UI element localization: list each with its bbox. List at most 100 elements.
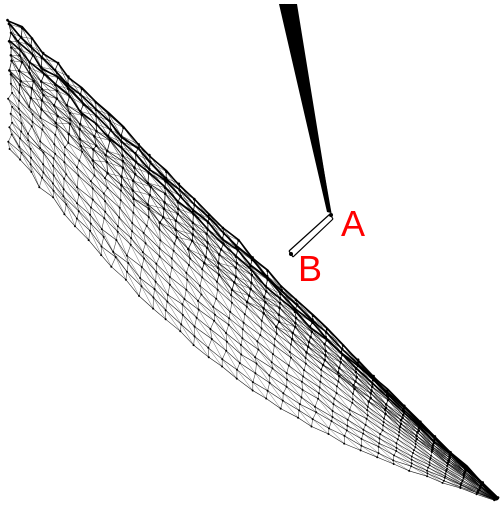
mesh-vertex — [369, 392, 373, 395]
mesh-edge — [186, 272, 188, 280]
mesh-edge — [67, 133, 70, 143]
mesh-edge — [18, 70, 33, 89]
mesh-edge — [397, 439, 415, 451]
mesh-edge — [432, 448, 449, 460]
mesh-vertex — [27, 132, 29, 135]
mesh-edge — [303, 369, 321, 382]
mesh-vertex — [393, 454, 395, 457]
mesh-vertex — [382, 424, 385, 427]
mesh-vertex — [348, 408, 351, 411]
mesh-edge — [107, 150, 124, 162]
mesh-edge — [213, 306, 230, 319]
mesh-edge — [152, 308, 166, 320]
mesh-edge — [276, 333, 291, 353]
mesh-vertex — [9, 31, 13, 35]
mesh-vertex — [19, 35, 23, 39]
mesh-edge — [101, 228, 117, 241]
mesh-vertex — [298, 409, 301, 412]
mesh-edge — [180, 324, 194, 346]
mesh-vertex — [305, 351, 308, 354]
mesh-vertex — [42, 124, 45, 127]
mesh-edge — [269, 375, 287, 388]
mesh-edge — [10, 54, 23, 63]
mesh-vertex — [29, 44, 33, 48]
mesh-edge — [217, 289, 231, 313]
mesh-edge — [340, 362, 356, 373]
mesh-edge — [235, 256, 252, 276]
mesh-edge — [239, 362, 256, 374]
mesh-edge — [68, 133, 80, 140]
mesh-edge — [90, 180, 106, 202]
mesh-vertex — [402, 411, 406, 414]
mesh-vertex — [163, 201, 166, 204]
mesh-edge — [33, 81, 42, 90]
mesh-edge — [149, 194, 165, 209]
mesh-vertex — [238, 362, 241, 364]
mesh-edge — [11, 134, 22, 153]
mesh-edge — [104, 178, 108, 189]
mesh-vertex — [79, 93, 82, 96]
mesh-edge — [133, 198, 149, 210]
mesh-edge — [252, 373, 256, 383]
mesh-vertex — [215, 280, 218, 283]
mesh-edge — [340, 358, 357, 369]
mesh-edge — [324, 343, 341, 359]
mesh-edge — [242, 338, 256, 358]
mesh-edge — [64, 147, 78, 168]
mesh-edge — [117, 226, 131, 245]
mesh-vertex — [290, 337, 294, 341]
mesh-edge — [63, 189, 80, 212]
mesh-edge — [288, 365, 303, 382]
mesh-vertex — [55, 89, 59, 93]
mesh-edge — [92, 188, 106, 202]
mesh-edge — [90, 207, 103, 230]
mesh-edge — [212, 306, 216, 315]
mesh-edge — [52, 165, 65, 179]
mesh-vertex — [158, 228, 161, 231]
mesh-vertex — [20, 130, 23, 133]
mesh-vertex — [268, 374, 271, 377]
mesh-vertex — [237, 239, 240, 242]
mesh-vertex — [325, 338, 329, 342]
mesh-edge — [146, 225, 160, 249]
mesh-vertex — [114, 256, 117, 259]
mesh-edge — [208, 338, 213, 348]
mesh-edge — [108, 114, 122, 136]
mesh-edge — [41, 177, 54, 198]
mesh-edge — [384, 409, 402, 425]
mesh-vertex — [210, 338, 213, 340]
mesh-vertex — [359, 449, 362, 452]
mesh-vertex — [339, 361, 343, 364]
mesh-edge — [337, 372, 354, 386]
mesh-edge — [380, 433, 397, 449]
mesh-edge — [443, 480, 461, 489]
mesh-vertex — [225, 340, 228, 343]
mesh-edge — [361, 445, 378, 458]
mesh-vertex — [191, 227, 195, 231]
mesh-edge — [250, 288, 265, 298]
mesh-edge — [310, 336, 325, 345]
mesh-vertex — [192, 209, 195, 213]
mesh-edge — [69, 119, 80, 130]
mesh-edge — [79, 128, 97, 147]
mesh-edge — [54, 144, 65, 163]
mesh-vertex — [256, 340, 259, 343]
mesh-edge — [352, 393, 368, 407]
mesh-edge — [207, 242, 222, 250]
mesh-edge — [356, 377, 371, 394]
mesh-edge — [79, 114, 83, 125]
mesh-edge — [261, 320, 275, 340]
mesh-edge — [68, 133, 81, 147]
mesh-vertex — [146, 203, 150, 206]
mesh-vertex — [382, 421, 385, 424]
mesh-vertex — [399, 422, 403, 426]
mesh-edge — [167, 284, 171, 295]
connector-a-b — [288, 213, 334, 258]
mesh-vertex — [431, 447, 434, 450]
mesh-vertex — [301, 388, 304, 391]
mesh-edge — [68, 123, 71, 135]
mesh-edge — [42, 129, 56, 155]
mesh-edge — [79, 128, 95, 137]
mesh-edge — [215, 298, 231, 313]
mesh-vertex — [164, 176, 168, 180]
